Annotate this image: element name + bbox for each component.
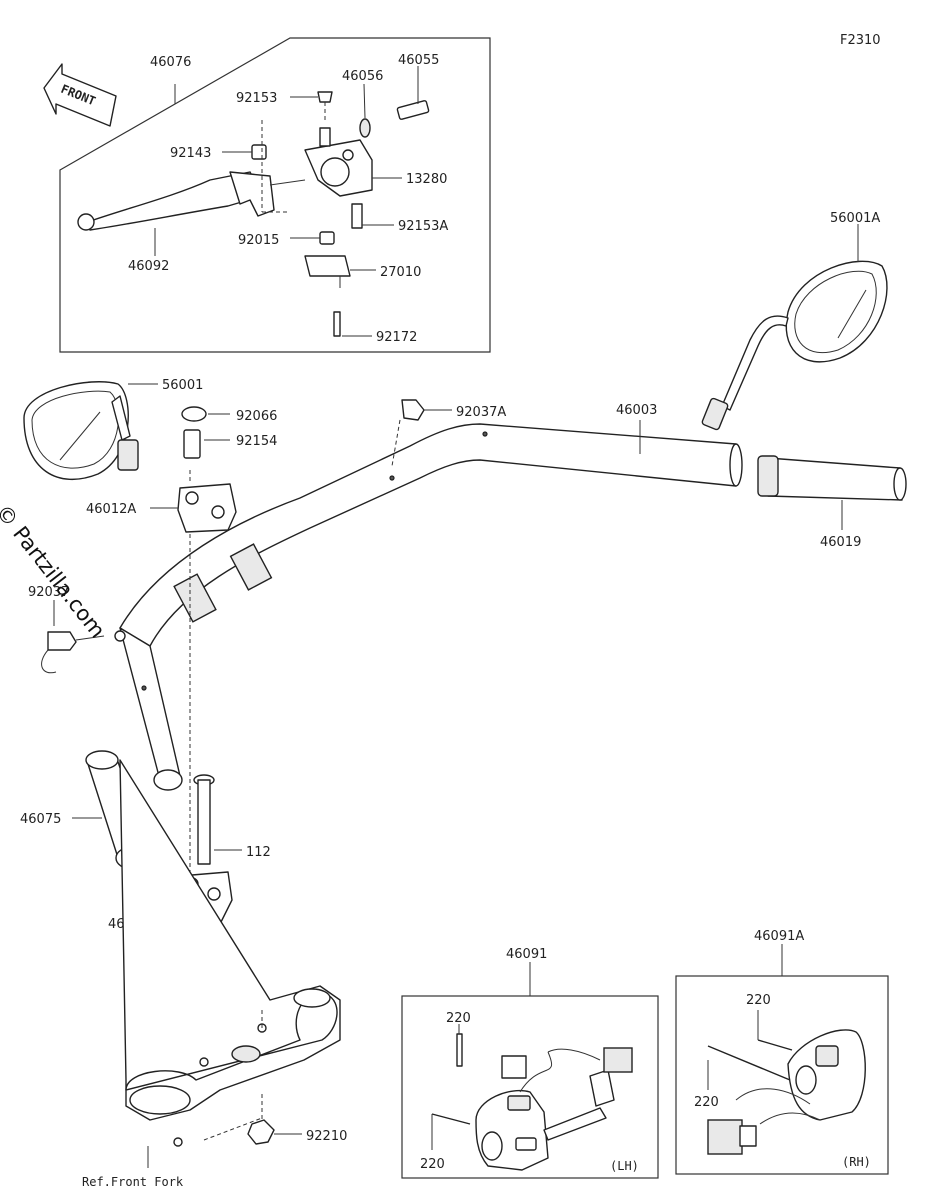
cap-92066: [181, 406, 207, 422]
plug-92037: [41, 631, 77, 674]
lever-assembly-box: [59, 37, 491, 353]
callout-46056: 46056: [342, 69, 383, 84]
callout-56001: 56001: [162, 378, 203, 393]
callout-92154: 92154: [236, 434, 277, 449]
screw-220-rh-b: [757, 1039, 793, 1051]
callout-46092: 46092: [128, 259, 169, 274]
rh-tag: (RH): [842, 1155, 871, 1169]
clutch-lever: [77, 171, 275, 231]
adjuster-46056: [359, 118, 371, 138]
screw-92172: [333, 311, 341, 337]
front-arrow-icon: FRONT: [43, 63, 117, 127]
ref-front-fork: Ref.Front Fork: [82, 1175, 184, 1189]
callout-46091A: 46091A: [754, 929, 804, 944]
callout-92143: 92143: [170, 146, 211, 161]
callout-92210: 92210: [306, 1129, 347, 1144]
callout-92037A: 92037A: [456, 405, 506, 420]
lh-switch-housing: [475, 1047, 633, 1171]
callout-220-lh-b: 220: [420, 1157, 445, 1172]
callout-220-lh-a: 220: [446, 1011, 471, 1026]
callout-92172: 92172: [376, 330, 417, 345]
callout-92153A: 92153A: [398, 219, 448, 234]
bolt-92154: [183, 429, 201, 459]
callout-92153: 92153: [236, 91, 277, 106]
callout-92037: 92037: [28, 585, 69, 600]
callout-46075: 46075: [20, 812, 61, 827]
callout-27010: 27010: [380, 265, 421, 280]
callout-56001A: 56001A: [830, 211, 880, 226]
lh-tag: (LH): [610, 1159, 639, 1173]
callout-46012A: 46012A: [86, 502, 136, 517]
nut-92210: [247, 1119, 275, 1145]
clamp-upper-46012A: [177, 483, 237, 533]
callout-46055: 46055: [398, 53, 439, 68]
callout-13280: 13280: [406, 172, 447, 187]
callout-46091: 46091: [506, 947, 547, 962]
clamp-92037A: [401, 399, 425, 421]
screw-46055: [396, 100, 430, 120]
mirror-right: [701, 260, 888, 431]
nut-92015: [319, 231, 335, 245]
callout-46003: 46003: [616, 403, 657, 418]
bolt-92153: [317, 91, 333, 103]
callout-46076: 46076: [150, 55, 191, 70]
callout-46019: 46019: [820, 535, 861, 550]
screw-220-rh-a: [707, 1045, 791, 1081]
callout-92015: 92015: [238, 233, 279, 248]
callout-220-rh-a: 220: [694, 1095, 719, 1110]
callout-112: 112: [246, 845, 271, 860]
collar-92143: [251, 144, 267, 160]
screw-220-lh-a: [456, 1033, 463, 1067]
lever-holder: [304, 127, 373, 197]
bolt-112: [193, 774, 215, 865]
switch-27010: [304, 255, 351, 277]
callout-220-rh-b: 220: [746, 993, 771, 1008]
figure-code: F2310: [840, 33, 881, 48]
callout-92066: 92066: [236, 409, 277, 424]
screw-220-lh-b: [431, 1113, 471, 1125]
mirror-left: [23, 381, 139, 481]
fork-bracket: [119, 759, 341, 1147]
screw-92153A: [351, 203, 363, 229]
handlebar: [114, 423, 743, 791]
rh-switch-housing: [707, 1029, 866, 1155]
grip-right: [757, 455, 907, 501]
